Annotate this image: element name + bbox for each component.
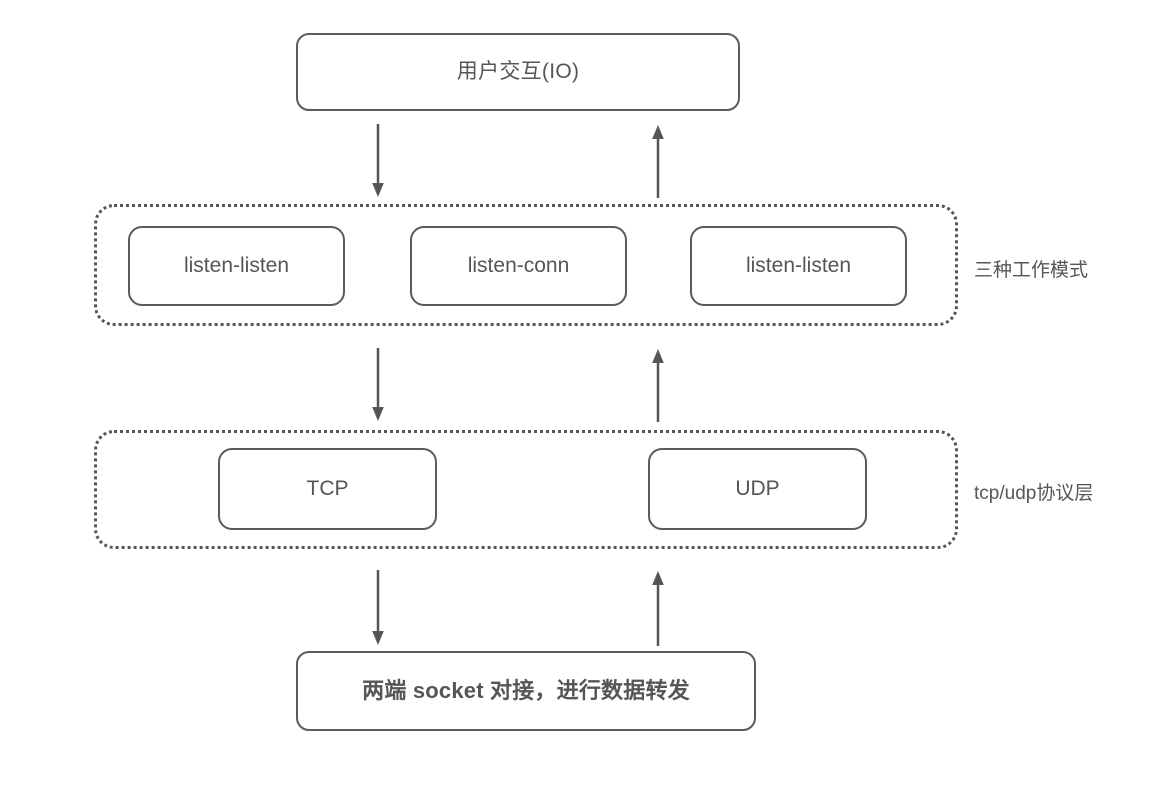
arrow-modes-to-protocol bbox=[368, 348, 388, 422]
node-user-interaction-label: 用户交互(IO) bbox=[456, 60, 580, 84]
node-mode-listen-listen-1: listen-listen bbox=[128, 226, 345, 306]
group-tcp-udp-protocol bbox=[94, 430, 958, 549]
node-socket-forwarding-label: 两端 socket 对接，进行数据转发 bbox=[362, 677, 690, 703]
label-tcp-udp-protocol: tcp/udp协议层 bbox=[974, 483, 1094, 504]
arrow-socket-to-protocol bbox=[648, 570, 668, 646]
node-protocol-tcp-label: TCP bbox=[306, 477, 349, 501]
node-user-interaction: 用户交互(IO) bbox=[296, 33, 740, 111]
node-mode-label-2: listen-conn bbox=[467, 254, 570, 278]
arrow-protocol-to-socket bbox=[368, 570, 388, 646]
node-mode-label-3: listen-listen bbox=[745, 254, 852, 278]
arrow-modes-to-io bbox=[648, 124, 668, 198]
node-mode-listen-listen-2: listen-listen bbox=[690, 226, 907, 306]
node-mode-listen-conn: listen-conn bbox=[410, 226, 627, 306]
label-working-modes: 三种工作模式 bbox=[974, 260, 1089, 281]
node-socket-forwarding: 两端 socket 对接，进行数据转发 bbox=[296, 651, 756, 731]
arrow-io-to-modes bbox=[368, 124, 388, 198]
node-protocol-udp-label: UDP bbox=[735, 477, 780, 501]
node-protocol-tcp: TCP bbox=[218, 448, 437, 530]
node-protocol-udp: UDP bbox=[648, 448, 867, 530]
node-mode-label-1: listen-listen bbox=[183, 254, 290, 278]
arrow-protocol-to-modes bbox=[648, 348, 668, 422]
group-working-modes bbox=[94, 204, 958, 326]
